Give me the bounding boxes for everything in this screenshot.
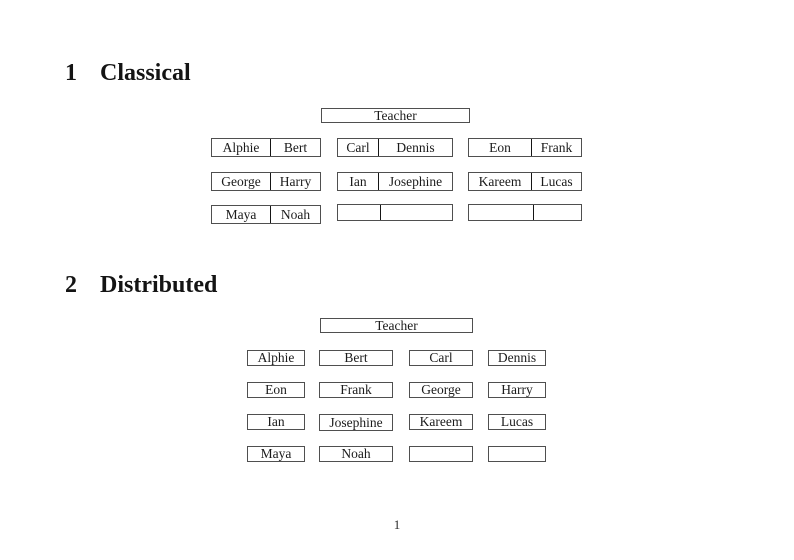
seat-box: Lucas bbox=[488, 414, 546, 430]
seat-box: Eon bbox=[247, 382, 305, 398]
seat-cell: Josephine bbox=[378, 173, 452, 190]
seat-box: Noah bbox=[319, 446, 393, 462]
seat-cell: Maya bbox=[225, 206, 257, 222]
page-number: 1 bbox=[393, 517, 401, 532]
section-title: Classical bbox=[100, 60, 191, 86]
desk: Kareem Lucas bbox=[468, 172, 582, 191]
seat-box bbox=[409, 446, 473, 462]
desk: Eon Frank bbox=[468, 138, 582, 157]
desk: Carl Dennis bbox=[337, 138, 453, 157]
seat-cell bbox=[338, 205, 380, 220]
seat-box bbox=[488, 446, 546, 462]
section-title: Distributed bbox=[100, 272, 218, 298]
section-number: 1 bbox=[65, 60, 77, 86]
seat-box: Kareem bbox=[409, 414, 473, 430]
seat-box: Frank bbox=[319, 382, 393, 398]
seat-cell: Kareem bbox=[478, 173, 522, 189]
desk: Maya Noah bbox=[211, 205, 321, 224]
seat-cell: Alphie bbox=[222, 139, 260, 155]
seat-box: Josephine bbox=[319, 414, 393, 431]
seat-box: Harry bbox=[488, 382, 546, 398]
seat-cell: George bbox=[221, 173, 261, 189]
seat-cell: Ian bbox=[349, 173, 367, 189]
seat-cell: Carl bbox=[346, 139, 370, 155]
teacher-box: Teacher bbox=[320, 318, 473, 333]
seat-box: Carl bbox=[409, 350, 473, 366]
desk: Ian Josephine bbox=[337, 172, 453, 191]
section-number: 2 bbox=[65, 272, 77, 298]
seat-box: Bert bbox=[319, 350, 393, 366]
seat-cell bbox=[533, 205, 581, 220]
seat-cell bbox=[380, 205, 452, 220]
seat-cell: Eon bbox=[489, 139, 511, 155]
seat-cell: Bert bbox=[270, 139, 320, 156]
seat-cell: Dennis bbox=[378, 139, 452, 156]
teacher-box: Teacher bbox=[321, 108, 470, 123]
seat-box: George bbox=[409, 382, 473, 398]
section-heading-classical: 1 Classical bbox=[65, 60, 191, 86]
seat-box: Ian bbox=[247, 414, 305, 430]
seat-cell: Lucas bbox=[531, 173, 581, 190]
desk bbox=[468, 204, 582, 221]
seat-box: Alphie bbox=[247, 350, 305, 366]
seat-cell: Frank bbox=[531, 139, 581, 156]
section-heading-distributed: 2 Distributed bbox=[65, 272, 217, 298]
seat-cell bbox=[469, 205, 533, 220]
seat-box: Dennis bbox=[488, 350, 546, 366]
seat-box: Maya bbox=[247, 446, 305, 462]
desk: George Harry bbox=[211, 172, 321, 191]
desk: Alphie Bert bbox=[211, 138, 321, 157]
seat-cell: Harry bbox=[270, 173, 320, 190]
desk bbox=[337, 204, 453, 221]
seat-cell: Noah bbox=[270, 206, 320, 223]
